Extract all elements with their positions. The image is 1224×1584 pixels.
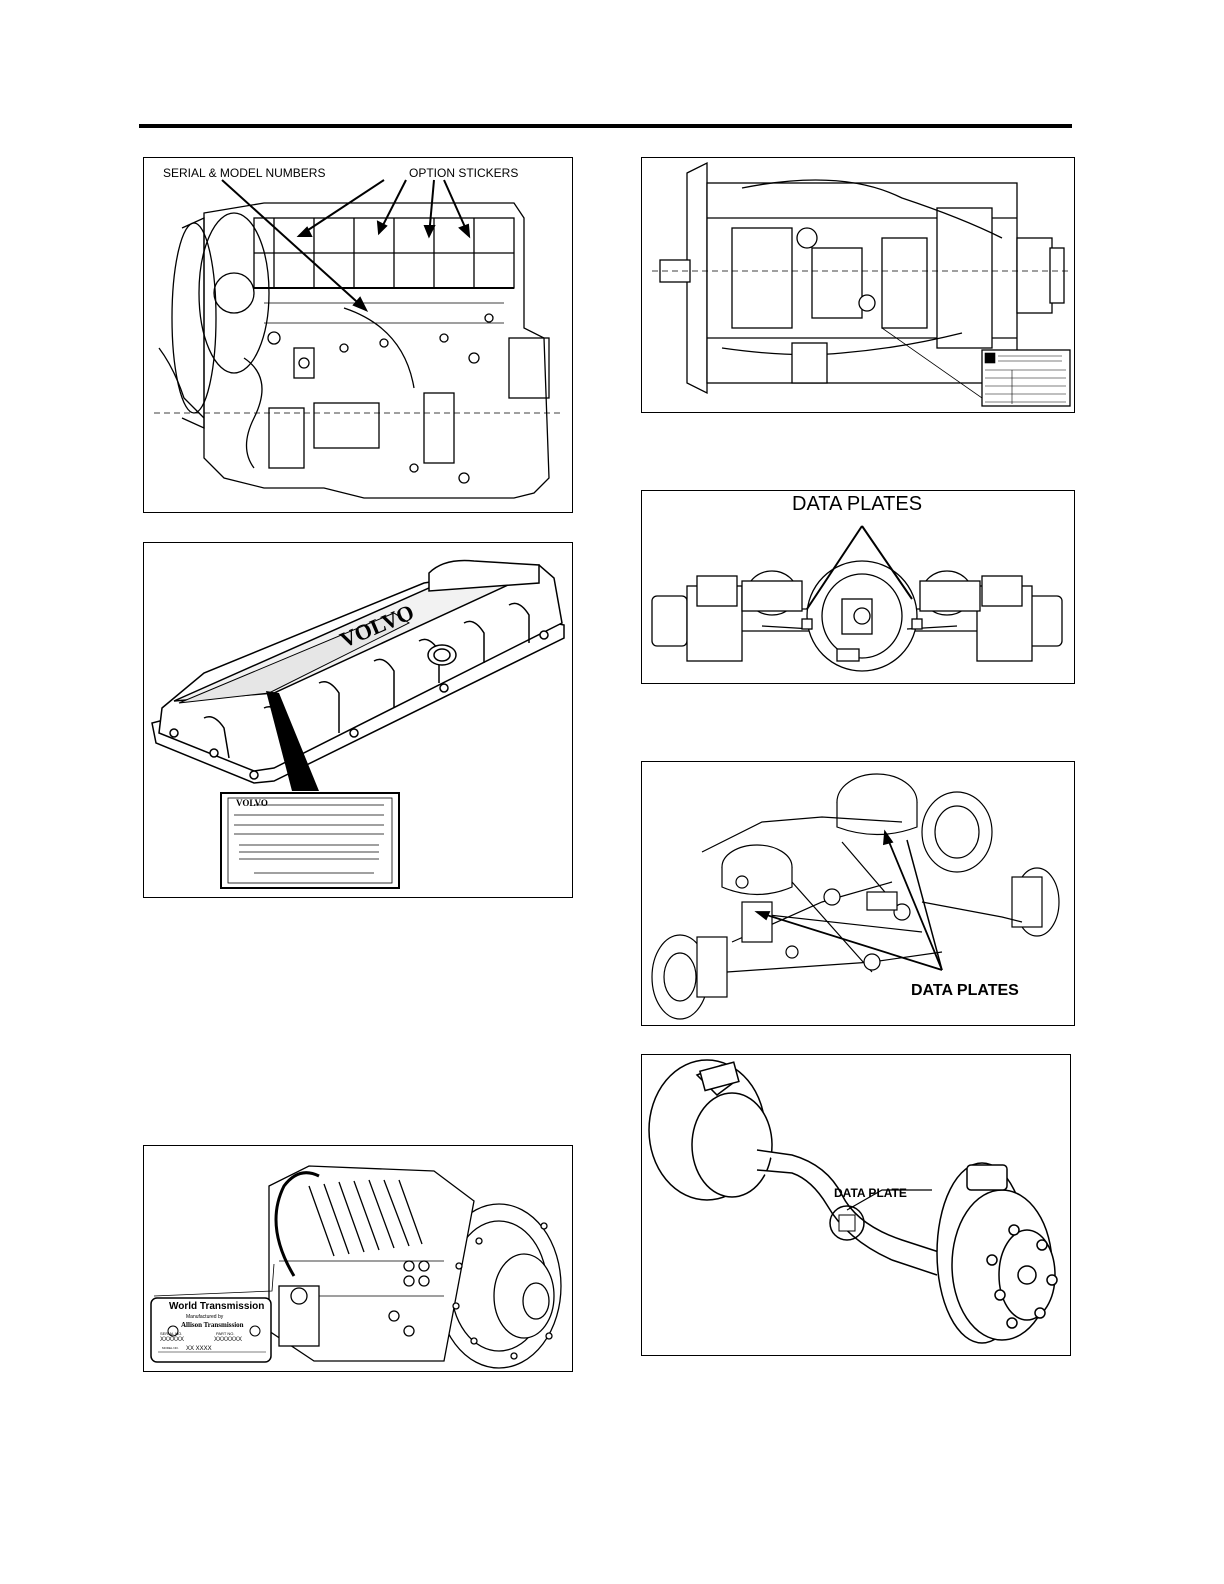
rear-axle-data-plates-label: DATA PLATES <box>792 493 922 516</box>
allison-serial-label: SERIAL NO. <box>160 1331 182 1336</box>
allison-plate-title: World Transmission <box>169 1301 264 1312</box>
rear-axle-figure: DATA PLATES <box>641 490 1075 684</box>
engine-figure: SERIAL & MODEL NUMBERS OPTION STICKERS <box>143 157 573 513</box>
suspension-figure: DATA PLATES <box>641 761 1075 1026</box>
allison-plate-manufactured: Manufactured by <box>186 1314 223 1320</box>
top-rule <box>139 124 1072 128</box>
valve-cover-figure: VOLVO VOLVO <box>143 542 573 898</box>
serial-model-numbers-label: SERIAL & MODEL NUMBERS <box>163 166 325 180</box>
manual-transmission-drawing <box>642 158 1075 413</box>
front-axle-figure: DATA PLATE <box>641 1054 1071 1356</box>
valve-cover-drawing: VOLVO <box>144 543 573 898</box>
allison-model-value: XX XXXX <box>186 1346 212 1352</box>
allison-plate-brand: Allison Transmission <box>181 1321 244 1329</box>
allison-serial-value: XXXXXX <box>160 1337 184 1343</box>
allison-transmission-figure: World Transmission Manufactured by Allis… <box>143 1145 573 1372</box>
allison-part-value: XXXXXXX <box>214 1337 242 1343</box>
engine-drawing <box>144 158 573 513</box>
allison-model-label: MODEL NO. <box>162 1346 179 1350</box>
front-axle-drawing <box>642 1055 1071 1356</box>
allison-part-label: PART NO. <box>216 1331 234 1336</box>
rear-axle-drawing <box>642 491 1075 684</box>
allison-transmission-drawing <box>144 1146 573 1372</box>
option-stickers-label: OPTION STICKERS <box>409 166 518 180</box>
suspension-data-plates-label: DATA PLATES <box>911 982 1019 1000</box>
front-axle-data-plate-label: DATA PLATE <box>834 1186 907 1200</box>
volvo-plate-logo: VOLVO <box>236 798 268 808</box>
manual-transmission-figure <box>641 157 1075 413</box>
